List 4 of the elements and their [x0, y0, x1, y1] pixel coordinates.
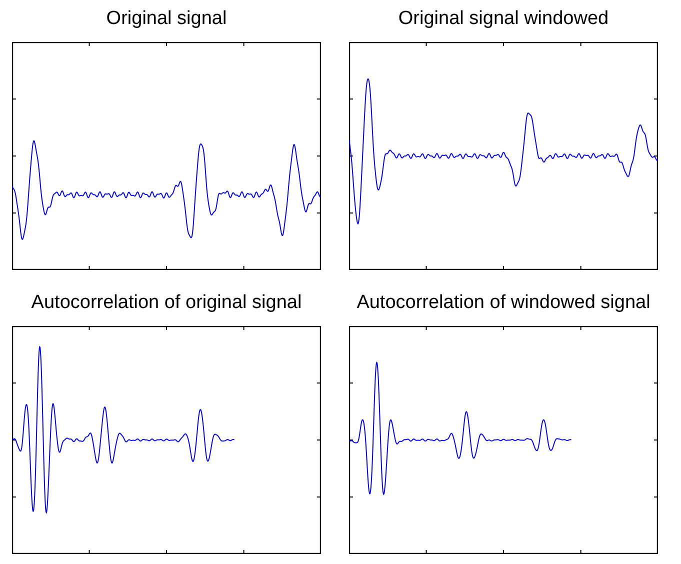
plot-title: Original signal windowed — [397, 8, 610, 30]
plot-title: Autocorrelation of original signal — [30, 292, 303, 314]
plot-title: Original signal — [105, 8, 228, 30]
plot-title: Autocorrelation of windowed signal — [356, 292, 652, 314]
